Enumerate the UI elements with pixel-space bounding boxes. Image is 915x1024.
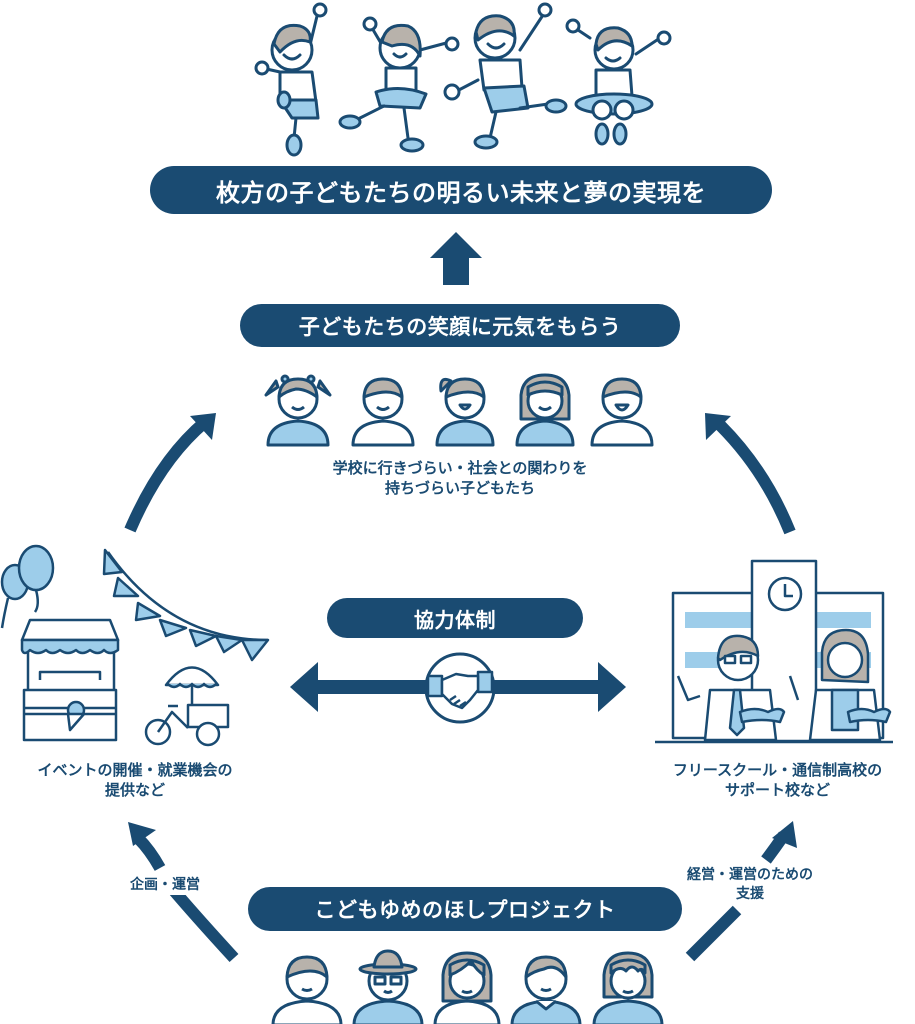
right-arrow-label: 経営・運営のための 支援: [655, 866, 845, 904]
arrowhead-left-to-children: [190, 413, 216, 440]
benefit-label: 子どもたちの笑顔に元気をもらう: [298, 314, 622, 339]
project-label: こどもゆめのほしプロジェクト: [314, 898, 616, 922]
arrowhead-project-to-right: [772, 821, 797, 848]
curved-arrow-right-to-children: [715, 420, 796, 535]
cooperation-arrow-shaft: [315, 680, 600, 694]
jumping-boy-fist: [254, 2, 328, 157]
curved-arrow-project-to-left-tip: [133, 833, 166, 871]
benefit-banner: 子どもたちの笑顔に元気をもらう: [240, 304, 680, 347]
arrowhead-project-to-left: [128, 822, 156, 846]
goal-banner: 枚方の子どもたちの明るい未来と夢の実現を: [150, 166, 772, 214]
jumping-boy: [443, 2, 568, 150]
goal-label: 枚方の子どもたちの明るい未来と夢の実現を: [216, 178, 706, 207]
jumping-kids-illustration: [254, 2, 672, 157]
jumping-girl-skirt: [338, 16, 460, 153]
cooperation-arrowhead-left: [290, 662, 318, 712]
curved-arrow-project-to-right: [685, 905, 742, 962]
left-arrow-label: 企画・運営: [110, 876, 220, 895]
curved-arrow-left-to-children: [124, 417, 209, 533]
cooperation-label: 協力体制: [414, 607, 496, 632]
left-node-caption: イベントの開催・就業機会の 提供など: [37, 761, 233, 800]
cooperation-arrowhead-right: [598, 662, 626, 712]
jumping-girl-ponytail: [565, 18, 672, 146]
children-caption: 学校に行きづらい・社会との関わりを 持ちづらい子どもたち: [332, 459, 588, 498]
project-banner: こどもゆめのほしプロジェクト: [248, 887, 682, 931]
cooperation-banner: 協力体制: [327, 598, 583, 638]
arrowhead-right-to-children: [705, 413, 731, 440]
up-arrow: [430, 232, 482, 285]
right-node-caption: フリースクール・通信制高校の サポート校など: [672, 761, 883, 800]
